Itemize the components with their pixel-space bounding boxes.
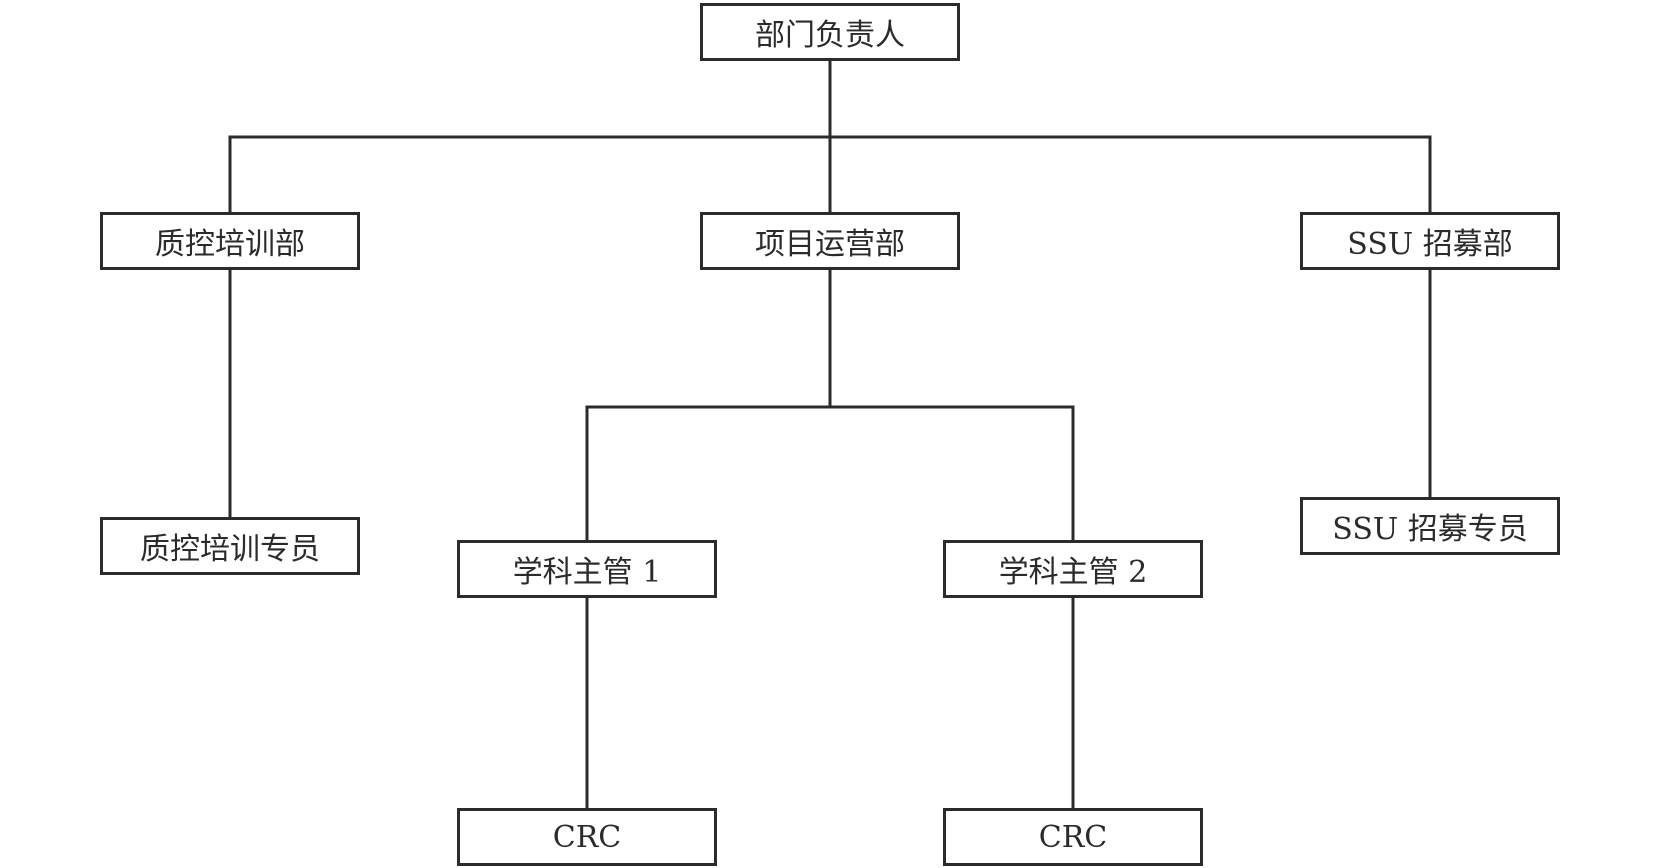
- node-ssu-recruit-dept: SSU 招募部: [1300, 212, 1560, 270]
- node-subject-supervisor-2: 学科主管 2: [943, 540, 1203, 598]
- node-crc-1: CRC: [457, 808, 717, 866]
- node-ssu-recruit-specialist: SSU 招募专员: [1300, 497, 1560, 555]
- node-project-ops-dept: 项目运营部: [700, 212, 960, 270]
- node-subject-supervisor-1: 学科主管 1: [457, 540, 717, 598]
- node-crc-2: CRC: [943, 808, 1203, 866]
- node-qc-training-dept: 质控培训部: [100, 212, 360, 270]
- node-qc-training-specialist: 质控培训专员: [100, 517, 360, 575]
- node-department-head: 部门负责人: [700, 3, 960, 61]
